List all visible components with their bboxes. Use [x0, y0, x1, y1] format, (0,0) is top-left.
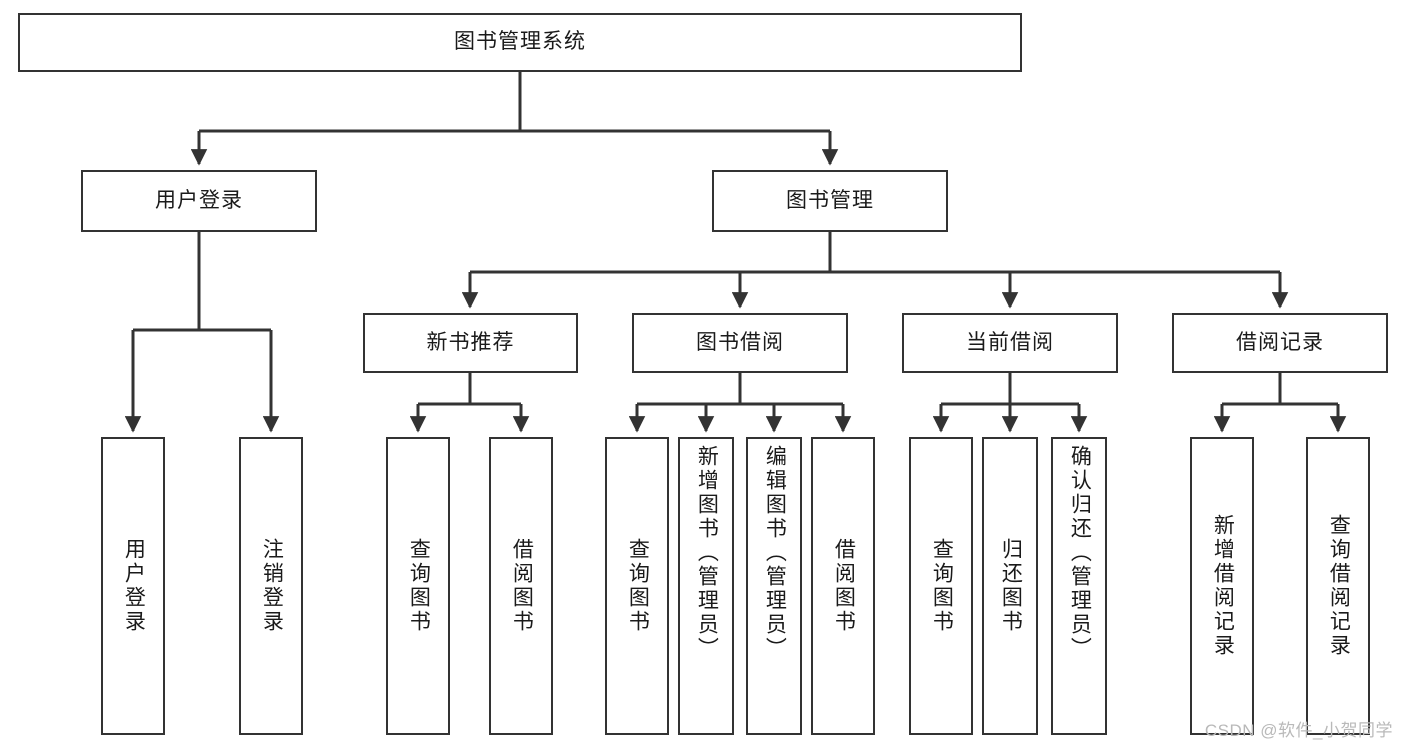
node-leaf-user-login[interactable]: 用户登录 [101, 437, 165, 735]
node-user-login[interactable]: 用户登录 [81, 170, 317, 232]
node-leaf-add-book-label: 新增图书（管理员） [695, 445, 719, 661]
node-leaf-edit-book[interactable]: 编辑图书（管理员） [746, 437, 802, 735]
node-borrow-record-label: 借阅记录 [1236, 330, 1324, 354]
node-leaf-query-record-label: 查询借阅记录 [1327, 514, 1351, 658]
node-leaf-query-book-a-label: 查询图书 [407, 538, 431, 634]
node-leaf-query-book-b-label: 查询图书 [626, 538, 650, 634]
node-leaf-logout[interactable]: 注销登录 [239, 437, 303, 735]
node-root[interactable]: 图书管理系统 [18, 13, 1022, 72]
node-leaf-borrow-book-a-label: 借阅图书 [510, 538, 534, 634]
node-new-book-recommend[interactable]: 新书推荐 [363, 313, 578, 373]
node-current-borrow[interactable]: 当前借阅 [902, 313, 1118, 373]
node-leaf-borrow-book-a[interactable]: 借阅图书 [489, 437, 553, 735]
node-leaf-borrow-book-b[interactable]: 借阅图书 [811, 437, 875, 735]
node-leaf-add-record-label: 新增借阅记录 [1211, 514, 1235, 658]
node-leaf-query-book-a[interactable]: 查询图书 [386, 437, 450, 735]
node-leaf-return-book[interactable]: 归还图书 [982, 437, 1038, 735]
node-book-borrow-label: 图书借阅 [696, 330, 784, 354]
node-book-borrow[interactable]: 图书借阅 [632, 313, 848, 373]
node-user-login-label: 用户登录 [155, 188, 243, 212]
node-leaf-add-record[interactable]: 新增借阅记录 [1190, 437, 1254, 735]
node-leaf-query-book-c-label: 查询图书 [930, 538, 954, 634]
node-root-label: 图书管理系统 [454, 30, 586, 54]
node-book-manage[interactable]: 图书管理 [712, 170, 948, 232]
node-current-borrow-label: 当前借阅 [966, 330, 1054, 354]
node-leaf-query-record[interactable]: 查询借阅记录 [1306, 437, 1370, 735]
node-leaf-confirm-return[interactable]: 确认归还（管理员） [1051, 437, 1107, 735]
node-leaf-borrow-book-b-label: 借阅图书 [832, 538, 856, 634]
node-leaf-query-book-c[interactable]: 查询图书 [909, 437, 973, 735]
node-leaf-logout-label: 注销登录 [260, 538, 284, 634]
node-leaf-user-login-label: 用户登录 [122, 538, 146, 634]
node-leaf-edit-book-label: 编辑图书（管理员） [763, 445, 787, 661]
csdn-watermark: CSDN @软件_小贺同学 [1204, 721, 1393, 740]
node-new-book-recommend-label: 新书推荐 [426, 330, 515, 354]
node-book-manage-label: 图书管理 [786, 188, 874, 212]
node-leaf-confirm-return-label: 确认归还（管理员） [1068, 445, 1092, 661]
node-leaf-query-book-b[interactable]: 查询图书 [605, 437, 669, 735]
node-borrow-record[interactable]: 借阅记录 [1172, 313, 1388, 373]
node-leaf-return-book-label: 归还图书 [999, 538, 1023, 634]
node-leaf-add-book[interactable]: 新增图书（管理员） [678, 437, 734, 735]
